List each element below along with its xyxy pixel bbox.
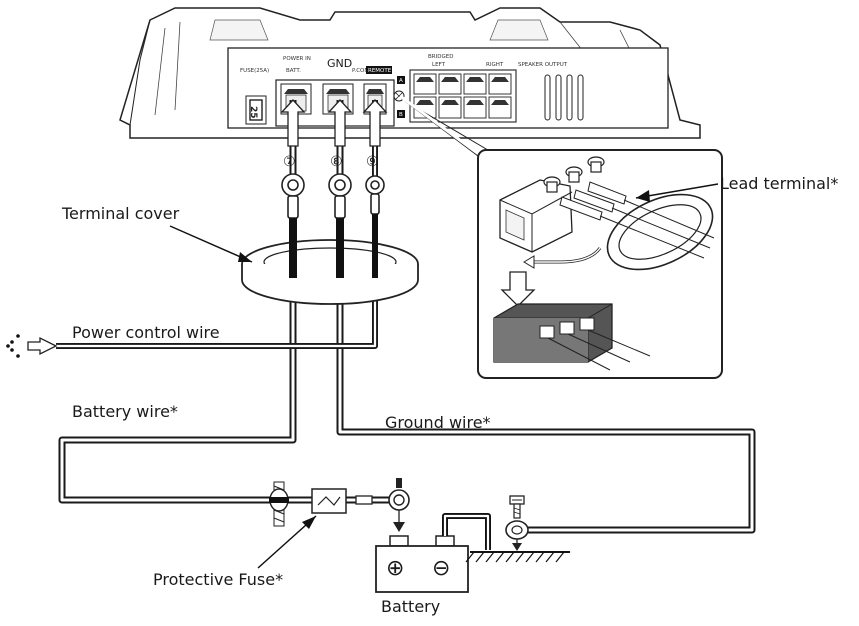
pcon-label: P.CON <box>352 68 369 74</box>
battery-label: Battery <box>381 597 440 616</box>
ground-wire-label: Ground wire* <box>385 413 491 432</box>
power-in-label: POWER IN <box>283 56 311 62</box>
power-control-wire-label: Power control wire <box>72 323 220 342</box>
batt-label: BATT. <box>286 68 301 74</box>
terminal-cover-label: Terminal cover <box>61 204 180 223</box>
continuation-dots <box>6 334 20 358</box>
terminal-cover <box>241 214 419 305</box>
chassis-ground-icon <box>465 495 570 563</box>
terminal-number-7: ⑦ <box>283 154 296 170</box>
amplifier-unit: 25 FUSE(25A) POWER IN GND BATT. P.CON RE… <box>119 7 701 139</box>
battery-icon: ⊕ ⊖ <box>375 535 469 593</box>
bridged-label: BRIDGED <box>428 54 453 60</box>
grommet <box>269 481 289 527</box>
battery-positive-connector <box>388 478 410 532</box>
battery-negative-symbol: ⊖ <box>432 556 450 581</box>
remote-label: REMOTE <box>368 68 392 74</box>
terminal-arrows <box>280 99 388 147</box>
gnd-label: GND <box>327 57 352 70</box>
vent-slots <box>544 74 584 121</box>
terminal-number-9: ⑨ <box>366 154 379 170</box>
right-label: RIGHT <box>486 62 504 68</box>
channel-b-label: B <box>399 112 403 118</box>
fuse-value-label: 25 <box>248 106 258 119</box>
battery-positive-symbol: ⊕ <box>386 556 404 581</box>
protective-fuse-label: Protective Fuse* <box>153 570 283 589</box>
terminal-number-8: ⑧ <box>330 154 343 170</box>
lead-terminal-inset <box>477 149 723 379</box>
fuse-label: FUSE(25A) <box>240 68 269 74</box>
channel-a-label: A <box>399 78 403 84</box>
battery-wire-label: Battery wire* <box>72 402 178 421</box>
speaker-output-label: SPEAKER OUTPUT <box>518 62 568 68</box>
lead-terminal-label: Lead terminal* <box>720 174 838 193</box>
left-label: LEFT <box>432 62 446 68</box>
protective-fuse <box>311 488 373 514</box>
ring-terminals <box>281 173 385 219</box>
